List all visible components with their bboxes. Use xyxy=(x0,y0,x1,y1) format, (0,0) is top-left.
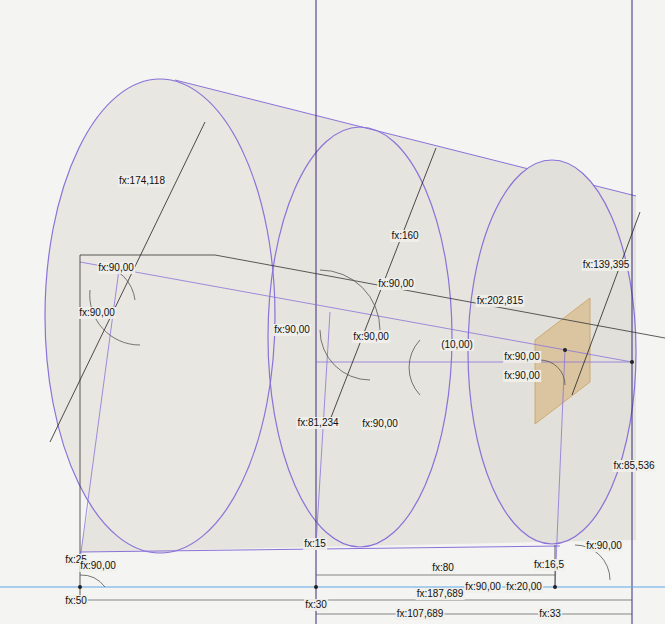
dimension-label: fx:81,234 xyxy=(296,417,339,429)
dimension-label: fx:187,689 xyxy=(416,588,465,600)
dimension-label: fx:202,815 xyxy=(476,295,525,307)
dimension-label: (10,00) xyxy=(440,339,474,351)
dimension-label: fx:15 xyxy=(303,538,327,550)
dimension-label: fx:30 xyxy=(304,599,328,611)
dimension-label: fx:139,395 xyxy=(582,259,631,271)
dimension-label: fx:107,689 xyxy=(396,608,445,620)
dimension-label: fx:90,00 xyxy=(79,560,117,572)
dimension-label: fx:90,00 xyxy=(585,540,623,552)
dimension-label: fx:90,00 xyxy=(377,278,415,290)
dimension-label: fx:16,5 xyxy=(533,559,565,571)
dimension-label: fx:90,00 xyxy=(78,307,116,319)
dimension-label: fx:90,00 xyxy=(464,581,502,593)
dimension-label: fx:90,00 xyxy=(503,370,541,382)
dimension-label: fx:90,00 xyxy=(97,262,135,274)
dimension-label: fx:50 xyxy=(64,595,88,607)
dimension-label: fx:90,00 xyxy=(503,351,541,363)
dimension-label: fx:20,00 xyxy=(505,581,543,593)
dimension-label: fx:160 xyxy=(390,230,419,242)
dimension-label: fx:33 xyxy=(538,608,562,620)
dimension-label: fx:90,00 xyxy=(361,418,399,430)
dimension-label: fx:85,536 xyxy=(612,460,655,472)
dimension-label: fx:90,00 xyxy=(352,331,390,343)
dimension-label: fx:80 xyxy=(431,562,455,574)
dimension-label: fx:90,00 xyxy=(273,324,311,336)
dimension-label: fx:174,118 xyxy=(118,175,166,187)
